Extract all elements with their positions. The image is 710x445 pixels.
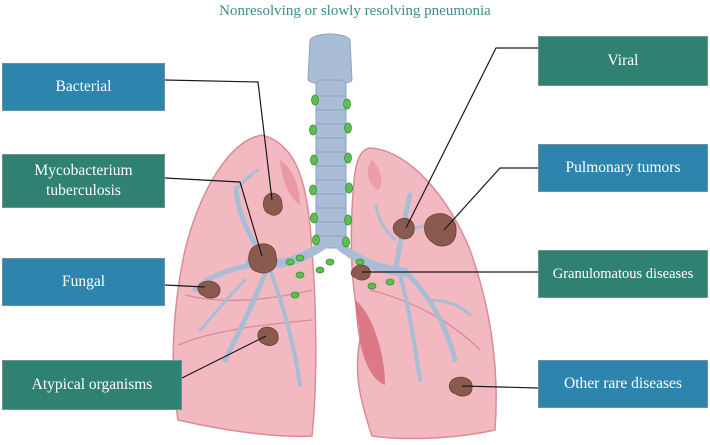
label-granulomatous-diseases: Granulomatous diseases xyxy=(538,250,708,298)
lesion-rare xyxy=(448,376,473,397)
right-main-bronchus xyxy=(335,241,410,277)
diagram-title: Nonresolving or slowly resolving pneumon… xyxy=(219,3,491,19)
label-viral: Viral xyxy=(538,36,708,86)
label-fungal: Fungal xyxy=(2,258,165,306)
leader-tumors xyxy=(443,167,538,231)
lesion-fungal xyxy=(197,280,221,299)
leader-atypical xyxy=(181,335,267,379)
lesion-atypical xyxy=(257,326,279,346)
leader-tuberculosis xyxy=(164,177,263,257)
leader-bacterial xyxy=(164,79,273,201)
label-mycobacterium-tuberculosis: Mycobacterium tuberculosis xyxy=(2,154,165,208)
larynx xyxy=(307,33,353,85)
lesion-tumor xyxy=(424,213,457,247)
label-pulmonary-tumors: Pulmonary tumors xyxy=(538,144,708,192)
lesion-granulomatous xyxy=(350,264,371,281)
leader-fungal xyxy=(164,284,206,288)
lesion-tuberculosis xyxy=(248,243,278,274)
label-other-rare-diseases: Other rare diseases xyxy=(538,360,708,408)
label-atypical-organisms: Atypical organisms xyxy=(2,360,182,410)
lymph-nodes xyxy=(285,94,395,299)
lesion-bacterial xyxy=(262,192,283,216)
label-bacterial: Bacterial xyxy=(2,63,165,111)
leader-viral xyxy=(405,47,538,229)
leader-rare xyxy=(461,385,539,389)
trachea xyxy=(315,79,347,249)
